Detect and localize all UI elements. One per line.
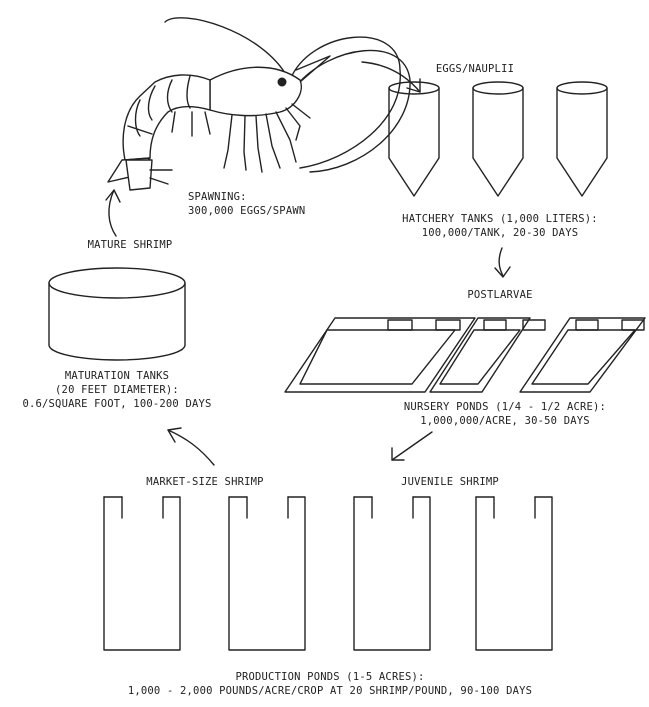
shrimp-eye-icon <box>278 78 287 87</box>
arrow-market-to-maturation <box>168 428 214 465</box>
nursery-pond-3 <box>520 318 645 392</box>
nursery-ponds-detail: 1,000,000/ACRE, 30-50 DAYS <box>420 415 590 427</box>
spawning-label: SPAWNING: <box>188 191 247 203</box>
production-ponds-label: PRODUCTION PONDS (1-5 ACRES): <box>235 671 424 683</box>
hatchery-tank-3 <box>557 82 607 196</box>
nursery-ponds-label: NURSERY PONDS (1/4 - 1/2 ACRE): <box>404 401 606 413</box>
shrimp-icon <box>108 18 410 190</box>
hatchery-tanks-label: HATCHERY TANKS (1,000 LITERS): <box>402 213 598 225</box>
nursery-pond-1 <box>285 318 475 392</box>
hatchery-tanks-detail: 100,000/TANK, 20-30 DAYS <box>422 227 579 239</box>
production-pond-3 <box>354 497 430 650</box>
juvenile-shrimp-label: JUVENILE SHRIMP <box>401 476 499 488</box>
eggs-nauplii-label: EGGS/NAUPLII <box>436 63 514 75</box>
spawning-eggs-count: 300,000 EGGS/SPAWN <box>188 205 305 217</box>
production-pond-2 <box>229 497 305 650</box>
maturation-tanks-size: (20 FEET DIAMETER): <box>55 384 179 396</box>
production-pond-4 <box>476 497 552 650</box>
arrow-nursery-to-juvenile <box>392 432 432 460</box>
postlarvae-label: POSTLARVAE <box>467 289 532 301</box>
production-ponds-detail: 1,000 - 2,000 POUNDS/ACRE/CROP AT 20 SHR… <box>128 685 532 697</box>
arrow-hatchery-to-postlarvae <box>495 248 510 277</box>
market-size-shrimp-label: MARKET-SIZE SHRIMP <box>146 476 263 488</box>
hatchery-tank-2 <box>473 82 523 196</box>
production-pond-1 <box>104 497 180 650</box>
mature-shrimp-label: MATURE SHRIMP <box>88 239 173 251</box>
maturation-tanks-detail: 0.6/SQUARE FOOT, 100-200 DAYS <box>22 398 211 410</box>
arrow-mature-to-spawning <box>106 190 120 236</box>
arrow-spawning-to-eggs <box>362 62 420 92</box>
maturation-tanks-label: MATURATION TANKS <box>65 370 169 382</box>
maturation-tank <box>49 268 185 360</box>
